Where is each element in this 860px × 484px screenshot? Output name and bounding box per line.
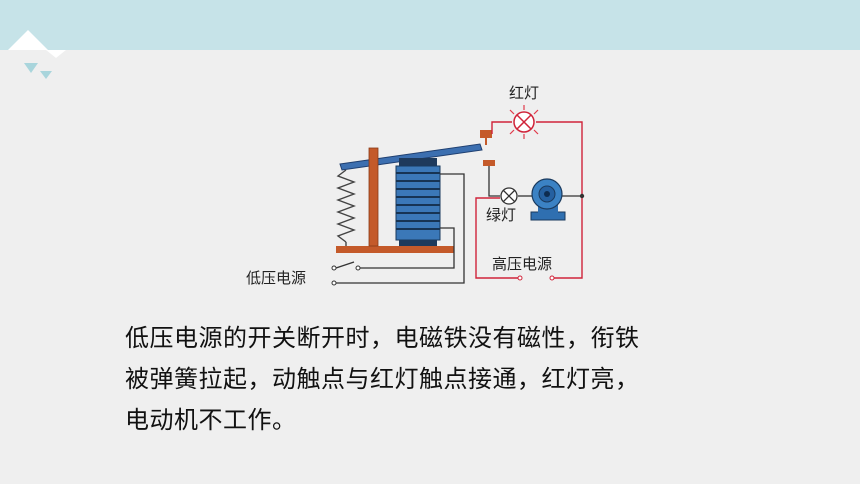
relay-base — [336, 246, 454, 253]
green-lamp-label: 绿灯 — [486, 206, 516, 224]
explanation-text: 低压电源的开关断开时，电磁铁没有磁性，衔铁 被弹簧拉起，动触点与红灯触点接通，红… — [125, 318, 745, 441]
low-voltage-switch — [335, 261, 355, 269]
red-lamp-label: 红灯 — [509, 84, 539, 102]
motor-icon — [530, 178, 566, 221]
explanation-line: 被弹簧拉起，动触点与红灯触点接通，红灯亮， — [125, 365, 640, 393]
high-voltage-label: 高压电源 — [492, 255, 552, 273]
electromagnet-coil — [395, 165, 441, 241]
red-lamp-icon — [509, 105, 539, 139]
low-voltage-label: 低压电源 — [246, 269, 306, 287]
red-contact — [480, 130, 492, 138]
green-contact — [483, 160, 495, 166]
explanation-line: 电动机不工作。 — [125, 406, 297, 434]
pivot-post — [368, 147, 379, 247]
high-voltage-wires — [475, 121, 583, 279]
relay-circuit-diagram: 红灯 绿灯 低压电源 高压电源 — [246, 84, 585, 287]
header-band — [0, 0, 860, 50]
low-voltage-wires — [336, 173, 465, 284]
corner-decoration — [8, 30, 66, 79]
spring — [336, 169, 356, 243]
explanation-line: 低压电源的开关断开时，电磁铁没有磁性，衔铁 — [125, 324, 640, 352]
green-lamp-icon — [500, 187, 518, 205]
